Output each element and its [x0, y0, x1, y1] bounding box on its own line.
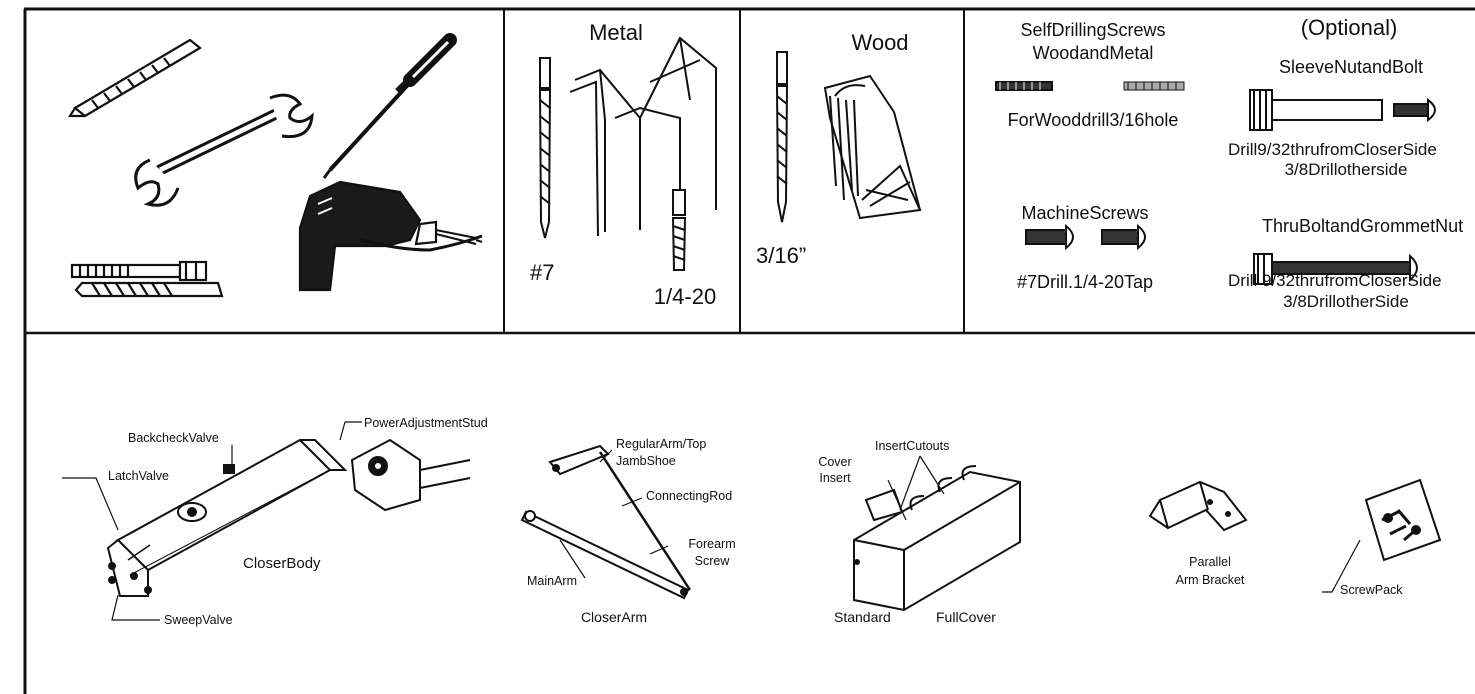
metal-frame-icon [569, 36, 717, 237]
closer-arm-callouts [559, 449, 669, 579]
self-drilling-screw-icon [995, 81, 1053, 91]
tools-panel-art [68, 33, 483, 298]
sleeve-note-line2: 3/8Drillotherside [1284, 160, 1408, 179]
wrench-icon [134, 93, 314, 207]
sleeve-title: SleeveNutandBolt [1278, 57, 1424, 77]
closer-arm-caption: CloserArm [580, 609, 648, 625]
forearm-screw-label-line2: Screw [694, 554, 730, 568]
metal-title: Metal [589, 20, 643, 45]
closer-arm-icon [520, 444, 692, 600]
tap-metal-icon [671, 189, 687, 271]
wood-drill-size: 3/16” [756, 243, 807, 268]
thru-bolt-title: ThruBoltandGrommetNut [1262, 216, 1464, 236]
full-cover-label: FullCover [936, 609, 996, 625]
power-adjustment-stud-icon [350, 438, 471, 512]
forearm-screw-label-line1: Forearm [688, 537, 736, 551]
machine-screws-note: #7Drill.1/4-20Tap [1016, 272, 1154, 292]
machine-screw-icon-2 [1101, 223, 1146, 251]
closer-body-icon [106, 438, 348, 597]
drill-bit-wood-icon [775, 51, 789, 223]
optional-label: (Optional) [1300, 15, 1398, 40]
self-drilling-subtitle: WoodandMetal [1032, 43, 1154, 63]
drill-bit-metal-icon [538, 57, 552, 239]
closer-callouts [62, 421, 362, 621]
frame-lines [23, 7, 1475, 694]
regular-arm-label-line1: RegularArm/Top [616, 437, 707, 451]
thru-note-line1: Drill 9/32thrufromCloserSide [1228, 271, 1442, 290]
parts-panel-art [62, 421, 1442, 621]
metal-panel-art [538, 36, 717, 271]
drill-bit-icon-2 [74, 281, 224, 298]
drill-bit-icon [68, 38, 202, 118]
parallel-arm-bracket-label-line2: Arm Bracket [1175, 573, 1245, 587]
wood-title: Wood [851, 30, 909, 55]
self-drilling-title: SelfDrillingScrews [1020, 20, 1166, 40]
cover-insert-label-line1: Cover [818, 455, 852, 469]
main-arm-label: MainArm [527, 574, 578, 588]
standard-label: Standard [834, 609, 891, 625]
metal-drill-size: #7 [530, 260, 555, 285]
sleeve-note-line1: Drill9/32thrufromCloserSide [1228, 140, 1437, 159]
latch-valve-label: LatchValve [108, 469, 169, 483]
thru-bolt-icon [1253, 253, 1418, 285]
metal-tap-size: 1/4-20 [653, 284, 717, 309]
sweep-valve-label: SweepValve [164, 613, 233, 627]
power-adjustment-stud-label: PowerAdjustmentStud [364, 416, 488, 430]
screw-pack-icon [1364, 478, 1442, 562]
sleeve-bolt-icon [1393, 98, 1436, 122]
wood-corner-icon [823, 74, 922, 220]
cover-callouts [887, 455, 945, 521]
closer-body-label: CloserBody [243, 555, 321, 572]
screw-pack-label: ScrewPack [1340, 583, 1403, 597]
optional-panel-art [1249, 89, 1436, 285]
screwdriver-icon [322, 33, 457, 179]
machine-screw-icon [1025, 223, 1074, 251]
power-drill-icon [298, 180, 483, 292]
insert-cutouts-label: InsertCutouts [875, 439, 950, 453]
cover-insert-label-line2: Insert [819, 471, 851, 485]
self-drilling-screw-icon-2 [1123, 81, 1185, 91]
sleeve-nut-icon [1249, 89, 1383, 131]
parallel-arm-bracket-label-line1: Parallel [1189, 555, 1231, 569]
wood-drill-note: ForWooddrill3/16hole [1007, 110, 1179, 130]
screw-pack-callout [1322, 539, 1361, 593]
wood-panel-art [775, 51, 922, 223]
regular-arm-label-line2: JambShoe [616, 454, 676, 468]
backcheck-valve-label: BackcheckValve [128, 431, 219, 445]
parallel-arm-bracket-icon [1148, 480, 1248, 532]
tap-icon [70, 260, 208, 282]
full-cover-icon [853, 465, 1021, 612]
connecting-rod-label: ConnectingRod [646, 489, 733, 503]
machine-screws-title: MachineScrews [1021, 203, 1149, 223]
screws-panel-art [995, 81, 1185, 251]
thru-note-line2: 3/8DrillotherSide [1283, 292, 1409, 311]
